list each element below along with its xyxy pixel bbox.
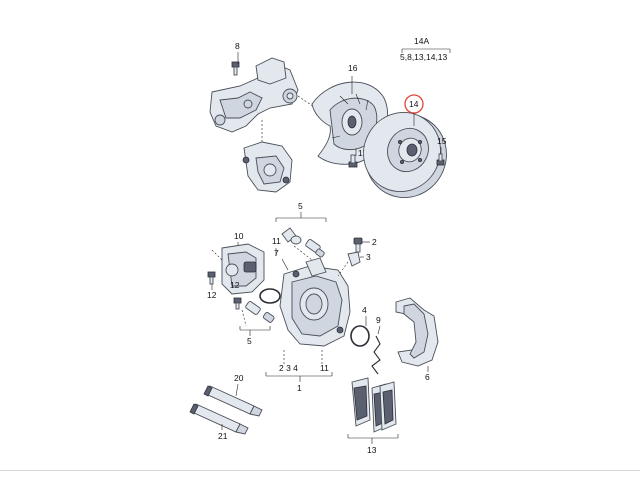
label-11-lower: 11: [320, 363, 329, 373]
label-2: 2: [372, 237, 377, 247]
brake-disc: [363, 111, 447, 199]
label-7: 7: [274, 248, 279, 258]
label-caliper-group: 2 3 4: [279, 363, 298, 373]
label-21: 21: [218, 431, 228, 441]
wheel-knuckle: [209, 57, 299, 133]
bleed-valve: [347, 237, 363, 267]
label-4: 4: [362, 305, 367, 315]
wheel-bearing-housing: [242, 141, 293, 193]
label-5-lower: 5: [247, 336, 252, 346]
label-17: 17: [358, 148, 368, 158]
piston-seal: [259, 288, 281, 304]
label-11-top: 11: [272, 236, 281, 246]
grease-tube-20: [203, 385, 263, 417]
anti-rattle-spring: [371, 335, 381, 375]
label-20: 20: [234, 373, 244, 383]
brake-caliper-body: [279, 257, 351, 347]
label-9: 9: [376, 315, 381, 325]
footer-rule: [0, 470, 640, 471]
bolt-12-lower: [233, 297, 242, 310]
bolt-15: [436, 153, 445, 166]
guide-pin-set-top: [281, 227, 325, 258]
label-5-top: 5: [298, 201, 303, 211]
label-16: 16: [348, 63, 358, 73]
label-8: 8: [235, 41, 240, 51]
label-14: 14: [409, 99, 419, 109]
label-3: 3: [366, 252, 371, 262]
bolt-17: [348, 154, 358, 168]
caliper-carrier-bracket: [395, 297, 439, 367]
grease-tube-21: [189, 403, 249, 435]
label-1: 1: [297, 383, 302, 393]
bolt-12-upper: [207, 271, 216, 285]
label-14a-sub: 5,8,13,14,13: [400, 52, 448, 62]
guide-pin-set-lower: [245, 301, 275, 323]
label-14a: 14A: [414, 36, 429, 46]
label-6: 6: [425, 372, 430, 382]
label-10: 10: [234, 231, 244, 241]
label-15: 15: [437, 136, 447, 146]
parking-brake-motor: [221, 243, 265, 295]
label-12-lower: 12: [230, 280, 240, 290]
bolt-8: [231, 61, 240, 76]
piston-ring-4: [350, 325, 370, 347]
label-13: 13: [367, 445, 377, 455]
label-12-upper: 12: [207, 290, 217, 300]
brake-pad-set: [351, 377, 397, 433]
